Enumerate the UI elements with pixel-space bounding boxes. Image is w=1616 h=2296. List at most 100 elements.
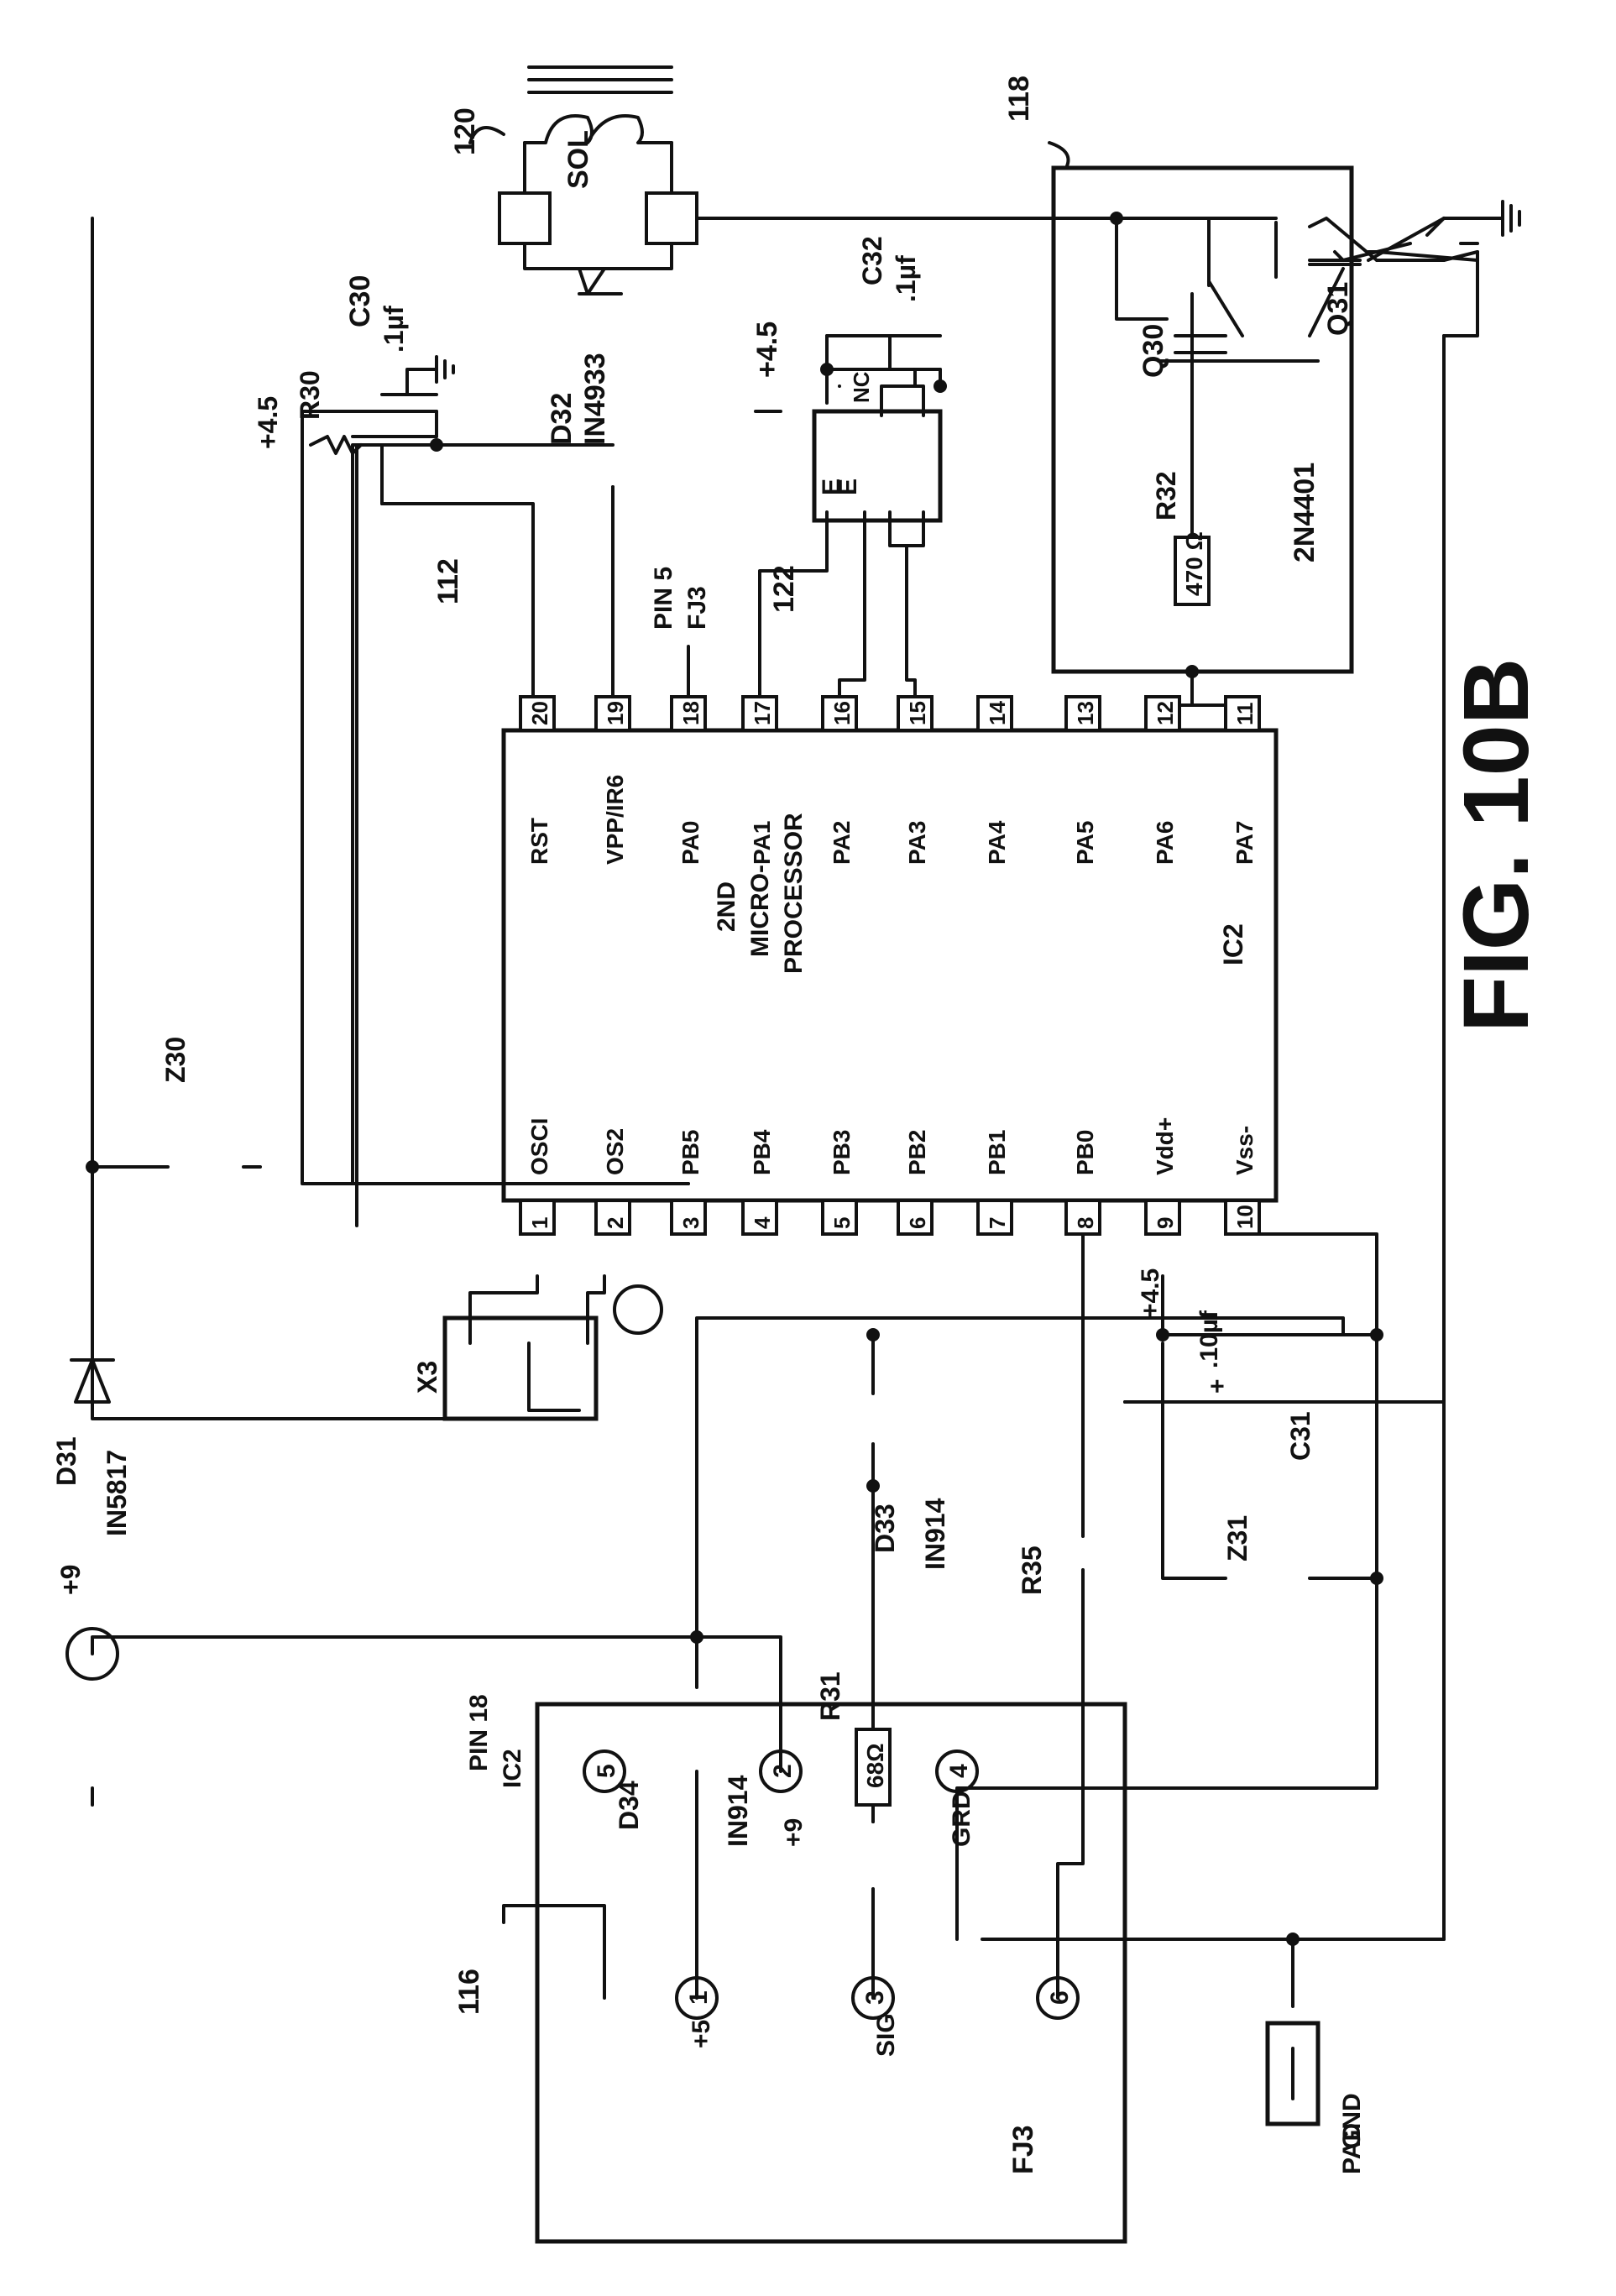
pin-label: PA0 bbox=[677, 821, 703, 865]
microprocessor-ic2: 2ND MICRO- PROCESSOR IC2 112 20RST19VPP/… bbox=[432, 558, 1279, 1236]
pin-label: PB4 bbox=[749, 1129, 775, 1175]
mcu-pin-7: 7 PB1 bbox=[976, 1130, 1013, 1236]
pin-label: PB2 bbox=[904, 1130, 930, 1175]
transistor-part: 2N4401 bbox=[1289, 463, 1321, 562]
solenoid-label: SOL bbox=[562, 130, 594, 189]
connector-fj3: FJ3 116 5 2 4 1 3 6 +5 +9 SIG GRD bbox=[453, 1702, 1127, 2244]
pin-number: 13 bbox=[1073, 701, 1098, 725]
pin-label: PA1 bbox=[749, 821, 775, 865]
pin-label: PB0 bbox=[1072, 1130, 1098, 1175]
ref-122: 122 bbox=[768, 565, 800, 613]
reset-supply: +4.5 bbox=[253, 396, 283, 449]
bottom-pins: 1OSCI2OS23PB54PB45PB36PB27PB18PB09Vdd+10… bbox=[519, 1117, 1261, 1236]
c31-plus: + bbox=[1204, 1378, 1232, 1394]
supply-network: D31 IN5817 Z30 +9 D33 IN914 D34 IN914 C3… bbox=[51, 1037, 1315, 1847]
gnd-pad: GND PAD bbox=[1265, 2021, 1366, 2174]
pin-number: 4 bbox=[750, 1216, 775, 1229]
d32-label: D32 bbox=[546, 393, 578, 445]
c32-label: C32 bbox=[857, 236, 887, 285]
mcu-pin-4: 4 PB4 bbox=[741, 1129, 778, 1236]
pin-number: 15 bbox=[905, 701, 930, 725]
pin-number: 18 bbox=[678, 701, 703, 725]
pin3-label: SIG bbox=[872, 2013, 900, 2057]
z30-label: Z30 bbox=[160, 1037, 191, 1083]
svg-text:4: 4 bbox=[945, 1764, 973, 1778]
r31-value: 68Ω bbox=[862, 1743, 888, 1788]
z31-label: Z31 bbox=[1222, 1515, 1253, 1561]
mcu-pin-8: 8 PB0 bbox=[1064, 1130, 1101, 1236]
connector-pin-3: 3 bbox=[851, 1976, 895, 2020]
d33-label: D33 bbox=[870, 1504, 900, 1553]
nc-label: NC bbox=[849, 371, 874, 403]
eeprom-letters: E E bbox=[818, 479, 862, 495]
x3-label: X3 bbox=[412, 1361, 442, 1394]
mcu-line2: MICRO- bbox=[746, 865, 774, 957]
pin-number: 5 bbox=[829, 1217, 855, 1229]
junctions bbox=[86, 212, 1383, 1946]
pin4-label: GRD bbox=[948, 1791, 975, 1847]
pin-number: 16 bbox=[829, 701, 855, 725]
reset-network: C30 .1µf R30 +4.5 bbox=[253, 275, 455, 455]
c30-label: C30 bbox=[344, 275, 376, 327]
r31-label: R31 bbox=[815, 1671, 845, 1721]
pin-number: 7 bbox=[985, 1217, 1010, 1229]
pin5-line1: PIN 5 bbox=[650, 567, 677, 630]
top-pins: 20RST19VPP/IR618PA017PA116PA215PA314PA41… bbox=[519, 695, 1261, 865]
pin-label: RST bbox=[526, 818, 552, 865]
pin-label: PA7 bbox=[1232, 821, 1258, 865]
d31-part: IN5817 bbox=[102, 1450, 132, 1536]
pin-label: VPP/IR6 bbox=[602, 775, 628, 865]
svg-text:1: 1 bbox=[685, 1990, 713, 2005]
connector-pin-6: 6 bbox=[1036, 1976, 1080, 2020]
connector-name: FJ3 bbox=[1007, 2125, 1039, 2174]
pin-number: 17 bbox=[750, 701, 775, 725]
signal-network: 68Ω R31 R35 PIN 18 IC2 bbox=[465, 1545, 1047, 1807]
r30-label: R30 bbox=[295, 370, 325, 420]
ref-116: 116 bbox=[453, 1969, 485, 2015]
pin-number: 9 bbox=[1153, 1217, 1178, 1229]
pin-number: 8 bbox=[1073, 1217, 1098, 1229]
pin-label: PA4 bbox=[984, 820, 1010, 865]
gnd-pad-line2: PAD bbox=[1338, 2123, 1366, 2174]
figure-caption: FIG. 10B bbox=[1445, 658, 1548, 1033]
q31-label: Q31 bbox=[1322, 282, 1354, 336]
vdd-supply: +4.5 bbox=[1137, 1268, 1164, 1318]
connector-pin-2: 2 bbox=[759, 1749, 803, 1793]
pin2-label: +9 bbox=[780, 1818, 808, 1847]
connector-pin-1: 1 bbox=[675, 1976, 719, 2020]
r35-label: R35 bbox=[1017, 1545, 1047, 1595]
pin-label: Vss- bbox=[1232, 1126, 1258, 1175]
ref-118: 118 bbox=[1003, 76, 1035, 122]
pin-number: 14 bbox=[985, 701, 1010, 725]
svg-text:6: 6 bbox=[1046, 1990, 1074, 2005]
pin-label: PA2 bbox=[829, 821, 855, 865]
svg-text:5: 5 bbox=[593, 1764, 620, 1778]
c31-value: .10µf bbox=[1195, 1310, 1223, 1368]
r32-value: 470 Ω bbox=[1181, 531, 1207, 596]
pin-label: OSCI bbox=[526, 1118, 552, 1175]
q30-label: Q30 bbox=[1137, 324, 1169, 378]
pin1-label: +5 bbox=[688, 2020, 715, 2048]
pin-number: 19 bbox=[603, 701, 628, 725]
pin-label: PB1 bbox=[984, 1130, 1010, 1175]
plus9-left: +9 bbox=[55, 1565, 86, 1595]
d31-label: D31 bbox=[51, 1436, 81, 1486]
pin-label: OS2 bbox=[602, 1128, 628, 1175]
r32-label: R32 bbox=[1151, 471, 1181, 520]
wires bbox=[91, 217, 1479, 2100]
eeprom-122: E E 122 +4.5 C32 .1µf NC bbox=[751, 236, 943, 613]
